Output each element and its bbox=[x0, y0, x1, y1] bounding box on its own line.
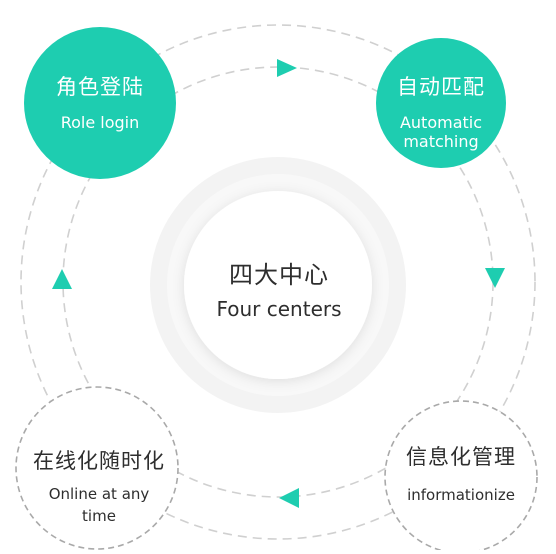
role-login-node-circle bbox=[24, 27, 176, 179]
online-anytime-label: 在线化随时化 Online at any time bbox=[24, 447, 174, 527]
informationize-title-en: informationize bbox=[407, 486, 515, 504]
role-login-title-en: Role login bbox=[60, 113, 140, 132]
arrow-left-icon bbox=[279, 488, 299, 508]
online-anytime-title-zh: 在线化随时化 bbox=[33, 449, 165, 473]
informationize-node-circle bbox=[384, 400, 538, 554]
auto-matching-title-en: Automatic matching bbox=[399, 113, 483, 151]
arrow-right-icon bbox=[277, 59, 297, 77]
informationize-title-zh: 信息化管理 bbox=[406, 445, 516, 469]
informationize-label: 信息化管理 informationize bbox=[386, 443, 536, 505]
online-anytime-title-en: Online at any time bbox=[48, 485, 150, 525]
center-title-zh: 四大中心 bbox=[229, 261, 329, 289]
center-title-en: Four centers bbox=[216, 297, 342, 321]
auto-matching-label: 自动匹配 Automatic matching bbox=[383, 73, 499, 151]
center-label: 四大中心 Four centers bbox=[179, 260, 379, 322]
center-disc bbox=[184, 191, 372, 379]
online-anytime-node-circle bbox=[15, 386, 179, 550]
role-login-title-zh: 角色登陆 bbox=[56, 75, 144, 99]
outer-dashed-ring bbox=[20, 24, 536, 540]
auto-matching-node-circle bbox=[376, 38, 506, 168]
arrow-down-icon bbox=[485, 268, 505, 288]
role-login-label: 角色登陆 Role login bbox=[30, 73, 170, 133]
arrow-up-icon bbox=[52, 269, 72, 289]
auto-matching-title-zh: 自动匹配 bbox=[397, 75, 485, 99]
